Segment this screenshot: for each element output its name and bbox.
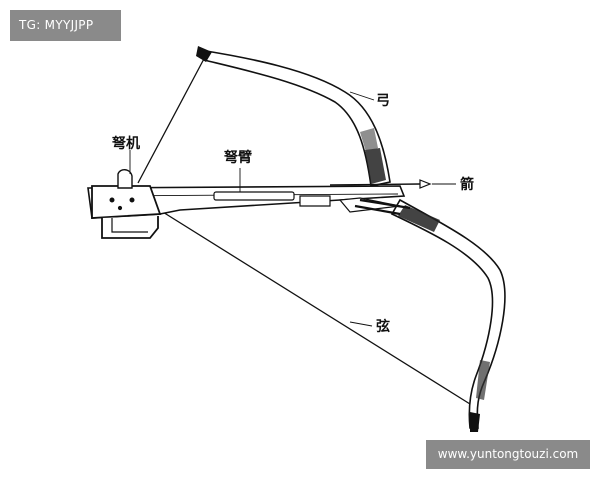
label-trigger: 弩机 bbox=[111, 135, 140, 152]
bow-lower-limb bbox=[390, 198, 506, 432]
label-string: 弦 bbox=[376, 318, 390, 335]
trigger-mechanism bbox=[91, 169, 162, 239]
label-arrow: 箭 bbox=[460, 176, 474, 193]
arrow bbox=[329, 179, 432, 189]
label-bow: 弓 bbox=[376, 93, 390, 109]
watermark-top-left: TG: MYYJJPP bbox=[10, 10, 121, 41]
bowstring bbox=[137, 54, 471, 405]
bow-upper-limb bbox=[196, 46, 391, 187]
label-stock: 弩臂 bbox=[223, 149, 252, 166]
crossbow-stock bbox=[87, 185, 411, 219]
leader-lines bbox=[129, 91, 456, 327]
watermark-bottom-right: www.yuntongtouzi.com bbox=[426, 440, 590, 469]
